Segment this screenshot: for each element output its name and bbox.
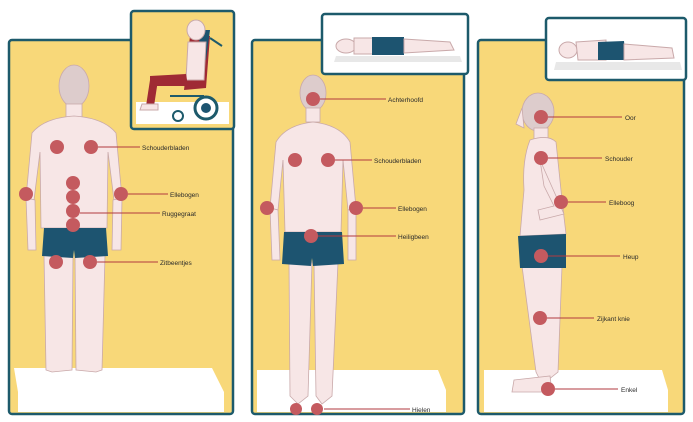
wheelchair-person-icon (131, 11, 234, 129)
panel-sitting: Schouderbladen Ellebogen Ruggegraat Zitb… (9, 11, 234, 414)
panel-supine: Achterhoofd Schouderbladen Ellebogen Hei… (252, 14, 468, 415)
label-ellebogen: Ellebogen (398, 206, 427, 213)
label-schouderbladen: Schouderbladen (142, 145, 190, 152)
label-zitbeentjes: Zitbeentjes (160, 260, 193, 267)
label-zijkant-knie: Zijkant knie (597, 316, 630, 323)
label-oor: Oor (625, 115, 637, 122)
label-enkel: Enkel (621, 387, 638, 394)
label-elleboog: Elleboog (609, 200, 635, 207)
label-heup: Heup (623, 254, 639, 261)
supine-lying-person-icon (322, 14, 468, 74)
floor-mat (484, 370, 668, 412)
label-ellebogen: Ellebogen (170, 192, 199, 199)
label-schouder: Schouder (605, 156, 634, 163)
side-lying-person-icon (546, 18, 686, 80)
label-hielen: Hielen (412, 407, 431, 414)
floor-mat (257, 370, 446, 412)
label-schouderbladen: Schouderbladen (374, 158, 422, 165)
label-ruggegraat: Ruggegraat (162, 211, 196, 218)
panel-background (478, 40, 684, 414)
panel-side-lying: Oor Schouder Elleboog Heup Zijkant knie … (478, 18, 686, 414)
floor-mat (14, 368, 224, 412)
label-achterhoofd: Achterhoofd (388, 97, 423, 104)
label-heiligbeen: Heiligbeen (398, 234, 429, 241)
panel-background (252, 40, 464, 414)
shorts (42, 228, 108, 258)
